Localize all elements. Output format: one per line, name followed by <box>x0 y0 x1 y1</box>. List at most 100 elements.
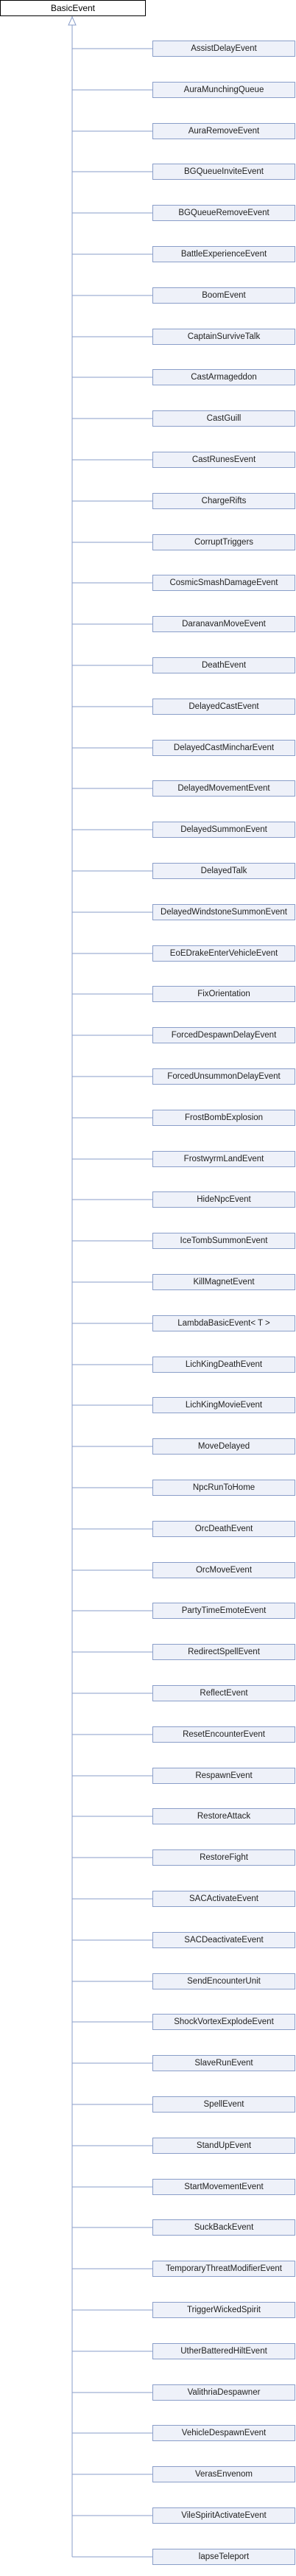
derived-class-label: UtherBatteredHiltEvent <box>180 2347 267 2356</box>
derived-class-node[interactable]: AuraMunchingQueue <box>152 82 295 98</box>
derived-class-node[interactable]: VehicleDespawnEvent <box>152 2425 295 2441</box>
derived-class-label: ReflectEvent <box>200 1689 248 1698</box>
derived-class-node[interactable]: AuraRemoveEvent <box>152 123 295 139</box>
derived-class-node[interactable]: CastRunesEvent <box>152 452 295 468</box>
derived-class-label: LambdaBasicEvent< T > <box>177 1319 270 1328</box>
derived-class-node[interactable]: CastArmageddon <box>152 369 295 385</box>
derived-class-node[interactable]: DelayedMovementEvent <box>152 780 295 797</box>
derived-class-label: TemporaryThreatModifierEvent <box>166 2264 282 2273</box>
derived-class-label: BoomEvent <box>202 291 246 300</box>
derived-class-node[interactable]: ValithriaDespawner <box>152 2384 295 2401</box>
derived-class-node[interactable]: DelayedCastEvent <box>152 699 295 715</box>
derived-class-node[interactable]: RedirectSpellEvent <box>152 1644 295 1660</box>
root-class-node[interactable]: BasicEvent <box>0 0 146 16</box>
derived-class-node[interactable]: AssistDelayEvent <box>152 41 295 57</box>
derived-class-node[interactable]: ForcedUnsummonDelayEvent <box>152 1068 295 1085</box>
derived-class-node[interactable]: NpcRunToHome <box>152 1480 295 1496</box>
derived-class-node[interactable]: DelayedTalk <box>152 863 295 879</box>
derived-class-label: NpcRunToHome <box>192 1483 256 1492</box>
derived-class-node[interactable]: BGQueueRemoveEvent <box>152 205 295 221</box>
derived-class-node[interactable]: ForcedDespawnDelayEvent <box>152 1027 295 1043</box>
derived-class-node[interactable]: lapseTeleport <box>152 2549 295 2565</box>
derived-class-label: CorruptTriggers <box>194 538 254 547</box>
derived-class-node[interactable]: VileSpiritActivateEvent <box>152 2507 295 2524</box>
derived-class-node[interactable]: OrcDeathEvent <box>152 1521 295 1537</box>
derived-class-node[interactable]: CosmicSmashDamageEvent <box>152 575 295 591</box>
derived-class-node[interactable]: EoEDrakeEnterVehicleEvent <box>152 945 295 962</box>
derived-class-label: VerasEnvenom <box>195 2470 253 2479</box>
derived-class-node[interactable]: HideNpcEvent <box>152 1191 295 1208</box>
derived-class-node[interactable]: MoveDelayed <box>152 1438 295 1455</box>
derived-class-node[interactable]: BoomEvent <box>152 287 295 304</box>
derived-class-node[interactable]: LambdaBasicEvent< T > <box>152 1315 295 1331</box>
derived-class-label: DelayedMovementEvent <box>177 784 270 793</box>
derived-class-node[interactable]: TemporaryThreatModifierEvent <box>152 2261 295 2277</box>
derived-class-node[interactable]: RestoreAttack <box>152 1808 295 1824</box>
derived-class-node[interactable]: FixOrientation <box>152 986 295 1002</box>
derived-class-node[interactable]: DelayedCastMincharEvent <box>152 740 295 756</box>
derived-class-node[interactable]: ChargeRifts <box>152 493 295 509</box>
derived-class-label: SpellEvent <box>203 2100 244 2109</box>
derived-class-node[interactable]: StandUpEvent <box>152 2138 295 2154</box>
derived-class-node[interactable]: RestoreFight <box>152 1849 295 1866</box>
derived-class-node[interactable]: DeathEvent <box>152 657 295 673</box>
derived-class-node[interactable]: IceTombSummonEvent <box>152 1233 295 1249</box>
derived-class-node[interactable]: CastGuill <box>152 410 295 427</box>
derived-class-node[interactable]: FrostBombExplosion <box>152 1110 295 1126</box>
derived-class-label: AssistDelayEvent <box>191 44 257 53</box>
derived-class-node[interactable]: DaranavanMoveEvent <box>152 616 295 632</box>
derived-class-node[interactable]: VerasEnvenom <box>152 2466 295 2482</box>
derived-class-node[interactable]: SACActivateEvent <box>152 1891 295 1907</box>
derived-class-node[interactable]: UtherBatteredHiltEvent <box>152 2343 295 2359</box>
derived-class-node[interactable]: LichKingDeathEvent <box>152 1357 295 1373</box>
derived-class-node[interactable]: SendEncounterUnit <box>152 1973 295 1989</box>
derived-class-label: DelayedTalk <box>200 867 247 875</box>
derived-class-label: RestoreFight <box>200 1853 248 1862</box>
derived-class-label: VehicleDespawnEvent <box>181 2429 267 2437</box>
derived-class-label: RestoreAttack <box>197 1812 251 1821</box>
derived-class-label: LichKingMovieEvent <box>185 1401 263 1410</box>
derived-class-label: LichKingDeathEvent <box>185 1360 263 1369</box>
derived-class-node[interactable]: SuckBackEvent <box>152 2219 295 2236</box>
derived-class-node[interactable]: ResetEncounterEvent <box>152 1726 295 1743</box>
derived-class-label: ForcedDespawnDelayEvent <box>171 1031 277 1040</box>
derived-class-label: ForcedUnsummonDelayEvent <box>167 1072 281 1081</box>
derived-class-label: DelayedWindstoneSummonEvent <box>161 908 287 917</box>
derived-class-node[interactable]: BGQueueInviteEvent <box>152 164 295 180</box>
derived-class-label: EoEDrakeEnterVehicleEvent <box>169 949 278 958</box>
derived-class-node[interactable]: StartMovementEvent <box>152 2179 295 2195</box>
derived-class-label: CastRunesEvent <box>191 455 256 464</box>
derived-class-node[interactable]: KillMagnetEvent <box>152 1274 295 1290</box>
derived-class-label: FixOrientation <box>197 990 250 998</box>
derived-class-node[interactable]: CaptainSurviveTalk <box>152 329 295 345</box>
derived-class-node[interactable]: ReflectEvent <box>152 1685 295 1701</box>
derived-class-node[interactable]: BattleExperienceEvent <box>152 246 295 262</box>
derived-class-node[interactable]: CorruptTriggers <box>152 534 295 550</box>
derived-class-label: ValithriaDespawner <box>187 2388 261 2397</box>
derived-class-label: DelayedCastMincharEvent <box>173 743 275 752</box>
derived-class-node[interactable]: RespawnEvent <box>152 1768 295 1784</box>
derived-class-node[interactable]: FrostwyrmLandEvent <box>152 1151 295 1167</box>
derived-class-label: BattleExperienceEvent <box>180 250 267 259</box>
derived-class-label: CosmicSmashDamageEvent <box>169 578 278 587</box>
derived-class-node[interactable]: DelayedWindstoneSummonEvent <box>152 904 295 920</box>
derived-class-label: SACDeactivateEvent <box>184 1936 264 1945</box>
derived-class-node[interactable]: SlaveRunEvent <box>152 2055 295 2071</box>
derived-class-node[interactable]: LichKingMovieEvent <box>152 1397 295 1413</box>
derived-class-label: CastArmageddon <box>191 373 257 382</box>
derived-class-node[interactable]: DelayedSummonEvent <box>152 822 295 838</box>
inheritance-arrowhead <box>68 15 77 26</box>
derived-class-label: SACActivateEvent <box>189 1894 258 1903</box>
derived-class-node[interactable]: SpellEvent <box>152 2096 295 2113</box>
derived-class-label: RedirectSpellEvent <box>188 1648 260 1656</box>
derived-class-label: OrcMoveEvent <box>195 1566 253 1575</box>
derived-class-label: IceTombSummonEvent <box>180 1236 268 1245</box>
derived-class-node[interactable]: OrcMoveEvent <box>152 1562 295 1578</box>
derived-class-node[interactable]: TriggerWickedSpirit <box>152 2302 295 2318</box>
derived-class-node[interactable]: ShockVortexExplodeEvent <box>152 2014 295 2030</box>
derived-class-label: CastGuill <box>206 414 242 423</box>
derived-class-node[interactable]: PartyTimeEmoteEvent <box>152 1603 295 1619</box>
derived-class-node[interactable]: SACDeactivateEvent <box>152 1932 295 1948</box>
